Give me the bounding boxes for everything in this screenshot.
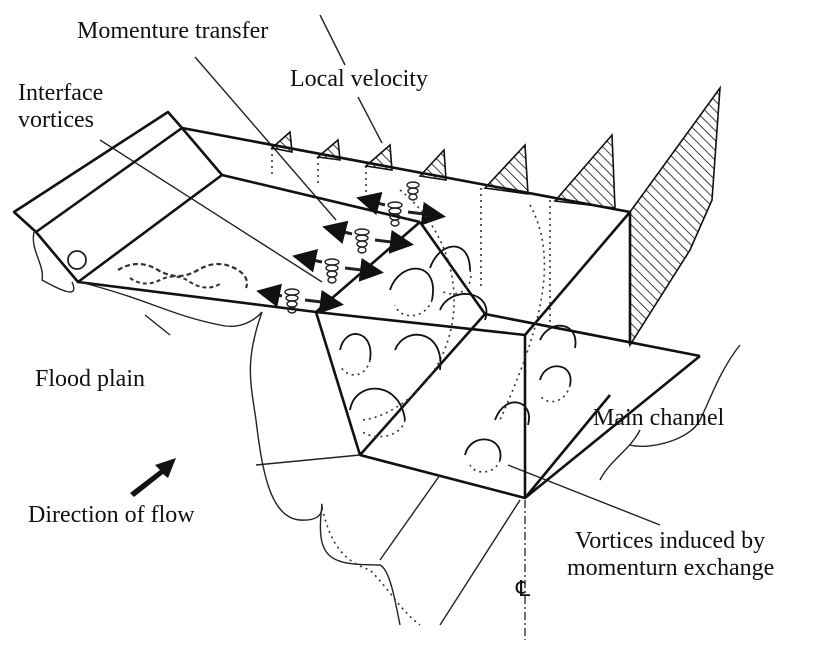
velocity-profile	[270, 130, 293, 153]
label-direction-of-flow: Direction of flow	[28, 502, 195, 528]
screw-vortex	[406, 181, 420, 201]
momentum-transfer-markers	[256, 181, 446, 314]
leader-interface-vortices	[99, 139, 323, 283]
channel-right-wall-bottom	[523, 394, 612, 499]
flood-plain-left-end	[12, 110, 184, 234]
label-vortices-induced-line1: Vortices induced by	[575, 528, 766, 554]
vortex	[429, 245, 471, 271]
vortex	[539, 365, 572, 386]
dotted-guides	[271, 148, 551, 421]
velocity-profile	[418, 148, 447, 181]
label-momentum-transfer: Momenture transfer	[77, 18, 269, 44]
channel-mid-line	[315, 310, 526, 337]
interface-vortex-row	[117, 262, 249, 289]
dimension-line	[144, 314, 171, 336]
velocity-profile	[316, 138, 341, 161]
profile-curve	[319, 504, 401, 626]
interface-circle	[67, 250, 87, 270]
dimension-line	[379, 474, 441, 561]
label-local-velocity: Local velocity	[290, 66, 428, 92]
main-channel-profile	[629, 344, 741, 447]
vortex	[439, 293, 488, 321]
label-main-channel: Main channel	[593, 405, 725, 431]
local-velocity-profiles	[270, 85, 721, 348]
leader-top-reference	[319, 14, 346, 66]
vortex	[349, 387, 406, 421]
vortex	[494, 401, 530, 426]
label-interface-vortices-line1: Interface	[18, 80, 104, 106]
vortex	[394, 333, 442, 371]
flood-plain-front-edge	[35, 231, 317, 314]
leader-local-velocity	[357, 96, 383, 144]
label-flood-plain: Flood plain	[35, 366, 146, 392]
main-channel-profile	[599, 429, 641, 481]
channel-right-wall-top	[524, 211, 631, 336]
flow-direction-arrow-icon	[130, 458, 176, 497]
vortex	[539, 324, 577, 349]
velocity-profile	[483, 143, 529, 195]
velocity-profile-main	[629, 85, 721, 348]
channel-bed	[314, 311, 701, 500]
ground-profiles	[79, 281, 741, 640]
leader-vortices-induced	[507, 464, 661, 526]
vortex	[464, 438, 502, 461]
screw-vortex	[354, 228, 370, 254]
flood-plain-back-edge	[181, 126, 631, 214]
velocity-profile	[553, 132, 616, 209]
main-channel	[314, 211, 701, 500]
vortex	[339, 333, 372, 361]
channel-front-top	[484, 312, 701, 358]
flood-plain-ridge	[181, 127, 421, 224]
leader-lines	[99, 14, 661, 526]
interface-edge	[315, 221, 421, 313]
screw-vortex	[387, 201, 403, 227]
screw-vortex	[284, 288, 300, 314]
dimension-line	[255, 454, 361, 466]
label-interface-vortices-line2: vortices	[18, 107, 94, 133]
label-vortices-induced-line2: momenturn exchange	[567, 555, 775, 581]
leader-momentum-transfer	[194, 56, 337, 221]
flood-plain-cross-edge	[77, 173, 223, 284]
induced-vortices	[339, 245, 577, 473]
flood-plain-profile	[79, 281, 263, 327]
profile-curve	[249, 311, 323, 521]
screw-vortex	[324, 258, 340, 284]
vortex	[389, 267, 434, 301]
flood-plain-end-profile	[32, 231, 75, 293]
dimension-line	[439, 499, 521, 626]
centerline-symbol: ℄	[516, 576, 531, 601]
velocity-profile	[364, 143, 393, 171]
